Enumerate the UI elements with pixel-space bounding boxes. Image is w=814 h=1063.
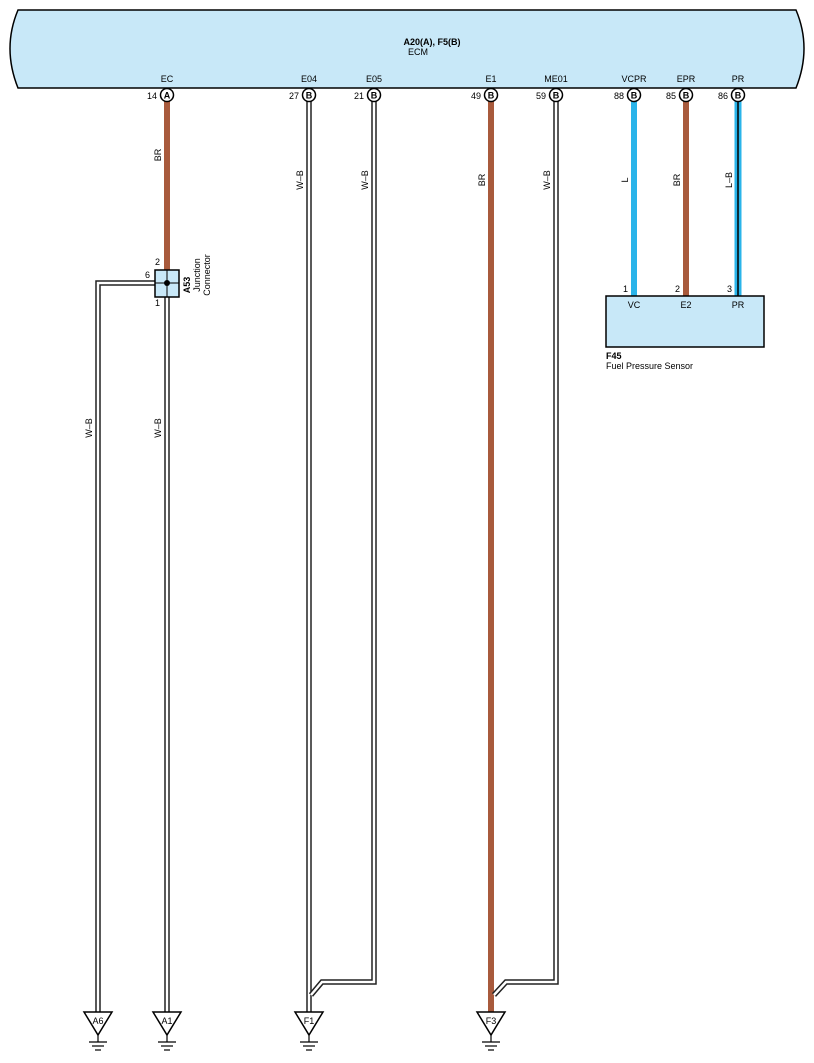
junction-connector-a53: 2 6 1 A53 Junction Connector <box>145 254 212 308</box>
junction-name-line2: Connector <box>202 254 212 296</box>
terminal-label-pr: PR <box>732 74 745 84</box>
sensor-code: F45 <box>606 351 622 361</box>
terminal-conn-me01: B <box>553 91 560 101</box>
terminal-vcpr: 88 B <box>614 87 642 103</box>
sensor-pin-name-vc: VC <box>628 300 641 310</box>
terminal-label-me01: ME01 <box>544 74 568 84</box>
terminal-pin-epr: 85 <box>666 91 676 101</box>
wire-label-e04: W–B <box>295 170 305 190</box>
terminal-pr: 86 B <box>718 87 746 103</box>
terminal-label-e04: E04 <box>301 74 317 84</box>
terminal-conn-e05: B <box>371 91 378 101</box>
sensor-pin-name-e2: E2 <box>680 300 691 310</box>
sensor-pin-num-3: 3 <box>727 284 732 294</box>
ground-label-a1: A1 <box>161 1016 172 1026</box>
sensor-pin-num-2: 2 <box>675 284 680 294</box>
ground-label-f3: F3 <box>486 1016 497 1026</box>
wire-label-a53-left: W–B <box>84 418 94 438</box>
terminal-conn-e04: B <box>306 91 313 101</box>
terminal-pin-pr: 86 <box>718 91 728 101</box>
terminal-pin-vcpr: 88 <box>614 91 624 101</box>
terminal-conn-ec: A <box>164 91 171 101</box>
junction-pin-top: 2 <box>155 257 160 267</box>
junction-pin-left: 6 <box>145 270 150 280</box>
junction-pin-bottom: 1 <box>155 298 160 308</box>
ecm-connector-title: A20(A), F5(B) <box>403 37 460 47</box>
sensor-name: Fuel Pressure Sensor <box>606 361 693 371</box>
wire-a53-left <box>95 280 155 1012</box>
wire-label-pr: L–B <box>724 172 734 188</box>
wire-me01 <box>491 101 559 997</box>
wire-label-vcpr: L <box>620 177 630 182</box>
terminal-epr: 85 B <box>666 87 694 103</box>
junction-splice-dot <box>164 280 170 286</box>
terminal-e05: 21 B <box>354 87 382 103</box>
terminal-pin-e05: 21 <box>354 91 364 101</box>
terminal-pin-e04: 27 <box>289 91 299 101</box>
terminal-e04: 27 B <box>289 87 317 103</box>
fuel-pressure-sensor-f45: 1 2 3 VC E2 PR F45 Fuel Pressure Sensor <box>605 284 765 371</box>
terminal-conn-vcpr: B <box>631 91 638 101</box>
wire-label-me01: W–B <box>542 170 552 190</box>
terminal-pin-me01: 59 <box>536 91 546 101</box>
wire-label-e05: W–B <box>360 170 370 190</box>
terminal-label-epr: EPR <box>677 74 696 84</box>
ground-a1: A1 <box>151 1011 183 1051</box>
wire-e05 <box>308 101 377 997</box>
terminal-conn-pr: B <box>735 91 742 101</box>
terminal-me01: 59 B <box>536 87 564 103</box>
sensor-body <box>605 295 765 348</box>
terminal-conn-epr: B <box>683 91 690 101</box>
ecm-body <box>9 9 805 89</box>
terminal-label-vcpr: VCPR <box>621 74 647 84</box>
ground-label-f1: F1 <box>304 1016 315 1026</box>
sensor-pin-num-1: 1 <box>623 284 628 294</box>
terminal-label-e05: E05 <box>366 74 382 84</box>
terminal-e1: 49 B <box>471 87 499 103</box>
ground-f1: F1 <box>293 1011 325 1051</box>
ground-label-a6: A6 <box>92 1016 103 1026</box>
ecm-block: A20(A), F5(B) ECM <box>9 9 805 89</box>
terminal-pin-e1: 49 <box>471 91 481 101</box>
terminal-label-e1: E1 <box>485 74 496 84</box>
ecm-name: ECM <box>408 47 428 57</box>
sensor-pin-name-pr: PR <box>732 300 745 310</box>
terminal-pin-ec: 14 <box>147 91 157 101</box>
terminal-ec: 14 A <box>147 87 175 103</box>
wire-label-epr: BR <box>672 173 682 186</box>
ground-f3: F3 <box>475 1011 507 1051</box>
junction-name-line1: Junction <box>192 258 202 292</box>
wire-label-e1: BR <box>477 173 487 186</box>
terminal-label-ec: EC <box>161 74 174 84</box>
junction-code: A53 <box>182 277 192 294</box>
terminal-conn-e1: B <box>488 91 495 101</box>
wire-label-ec: BR <box>153 148 163 161</box>
wire-label-a53-down: W–B <box>153 418 163 438</box>
ground-a6: A6 <box>82 1011 114 1051</box>
